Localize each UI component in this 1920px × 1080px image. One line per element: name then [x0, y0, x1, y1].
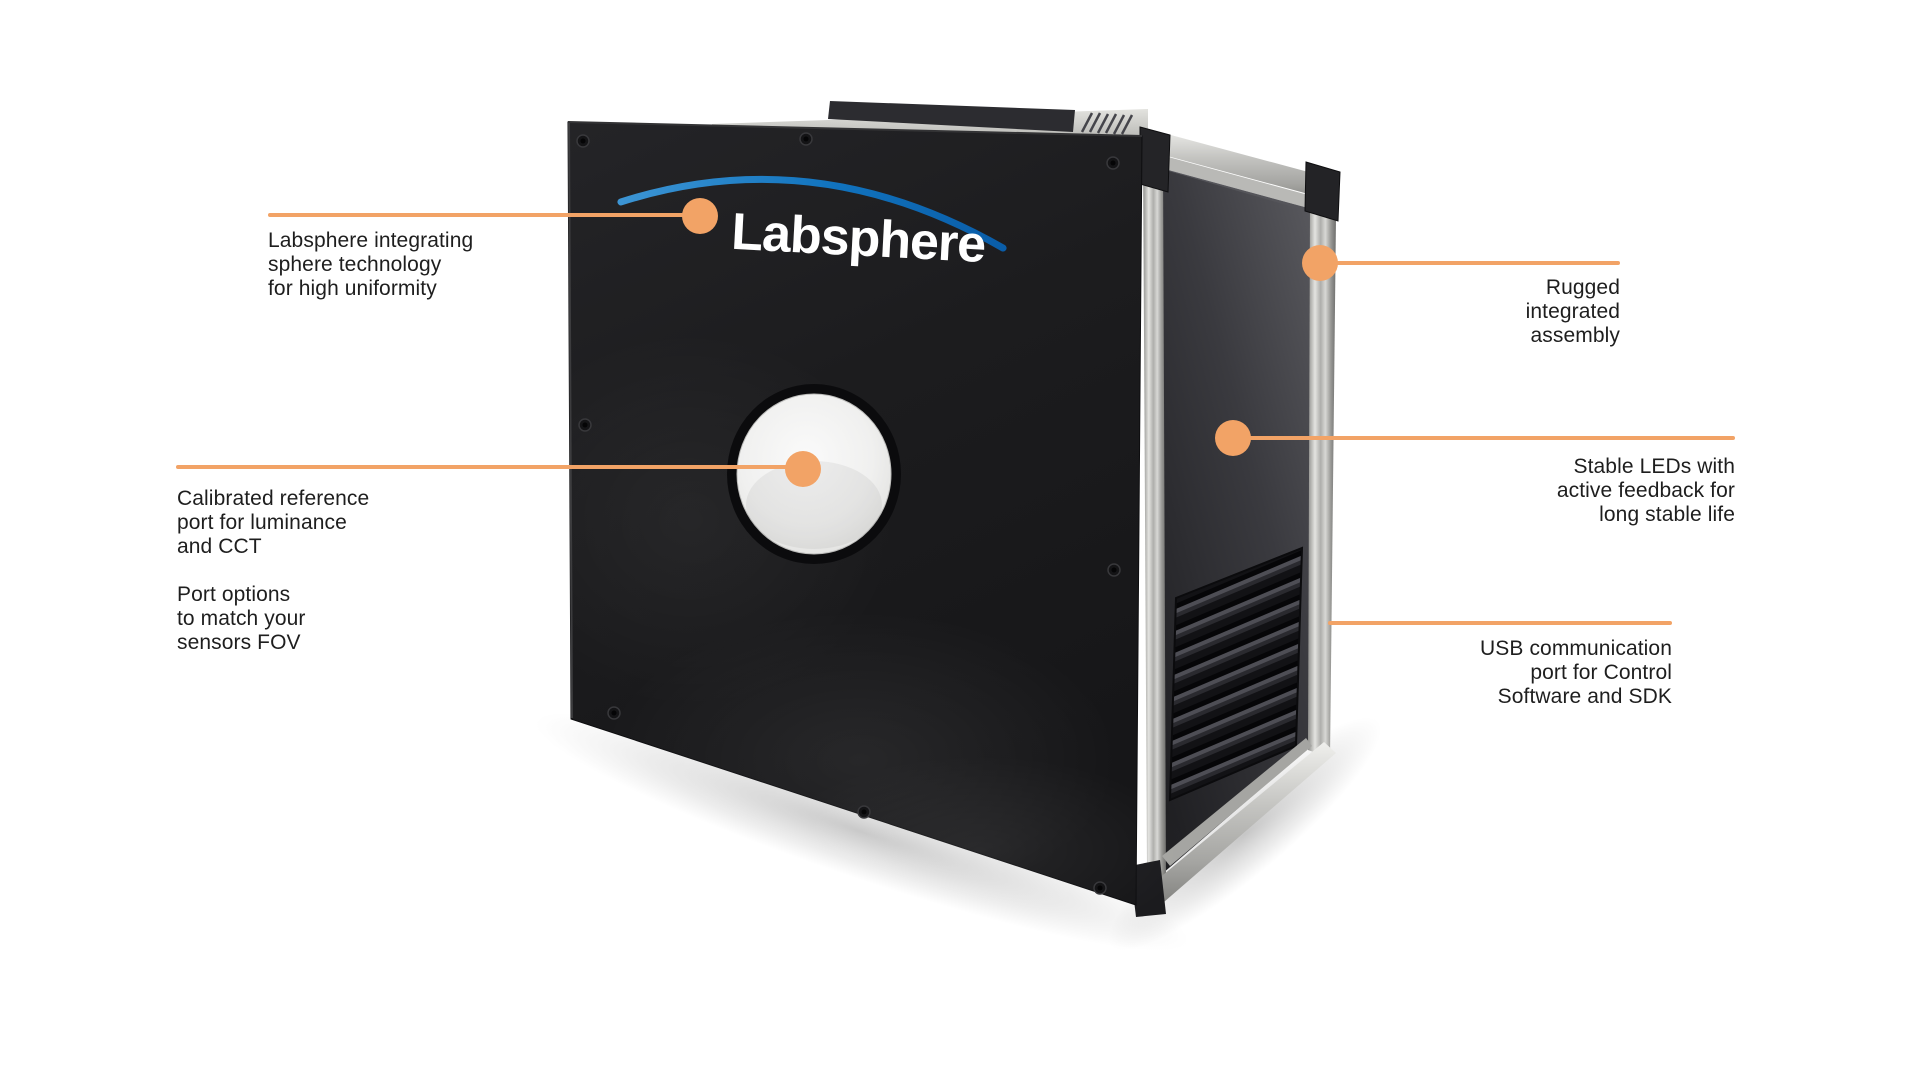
bottom-right-rail [1152, 742, 1336, 902]
brand-logo: Labsphere [617, 175, 1007, 274]
callout-text-line: USB communication [1480, 637, 1672, 660]
rear-right-rail [1308, 208, 1336, 758]
callout-dot-integrating-sphere [682, 198, 718, 234]
callout-text-line: Software and SDK [1497, 685, 1672, 708]
callout-text-line: to match your [177, 607, 306, 630]
logo-swoosh [617, 175, 1007, 252]
callout-dot-reference-port [785, 451, 821, 487]
top-vent-ticks [1080, 112, 1134, 135]
logo-text: Labsphere [730, 203, 987, 274]
callout-text-line: port for Control [1530, 661, 1672, 684]
callout-label-stable-leds: Stable LEDs with active feedback for lon… [1415, 455, 1735, 527]
callout-line-stable-leds [1233, 436, 1735, 440]
callout-label-integrating-sphere: Labsphere integrating sphere technology … [268, 229, 548, 301]
callout-text-line: Calibrated reference [177, 487, 370, 510]
callout-label-rugged-assembly: Rugged integrated assembly [1300, 276, 1620, 348]
callout-text-line: Rugged [1545, 276, 1620, 299]
callout-text-line: integrated [1525, 300, 1620, 323]
callout-line-rugged-assembly [1320, 261, 1620, 265]
top-vent-strip [828, 101, 1075, 132]
callout-text-line: active feedback for [1556, 479, 1735, 502]
right-side-assembly [1130, 126, 1341, 917]
callout-text-line: port for luminance [177, 511, 347, 534]
vent-grille [1168, 546, 1304, 802]
callout-text-line: Stable LEDs with [1573, 455, 1735, 478]
callout-text-line: Port options [177, 583, 291, 606]
top-rail [1145, 128, 1338, 202]
callout-dot-rugged-assembly [1302, 245, 1338, 281]
callout-text-line: sensors FOV [177, 631, 301, 654]
callout-text-line: for high uniformity [268, 277, 437, 300]
callout-label-reference-port: Calibrated reference port for luminance … [177, 487, 477, 655]
callout-line-usb-port [1328, 621, 1672, 625]
panel-screws [576, 132, 1121, 895]
front-right-rail [1143, 154, 1166, 878]
callout-text-line: long stable life [1599, 503, 1735, 526]
callout-label-usb-port: USB communication port for Control Softw… [1352, 637, 1672, 709]
callout-line-integrating-sphere [268, 213, 700, 217]
callout-dot-stable-leds [1215, 420, 1251, 456]
corner-bracket-top-rear [1304, 161, 1341, 222]
callout-text-line: Labsphere integrating [268, 229, 474, 252]
callout-text-line: assembly [1530, 324, 1620, 347]
callout-line-reference-port [176, 465, 803, 469]
callout-text-line: sphere technology [268, 253, 442, 276]
callout-text-line: and CCT [177, 535, 262, 558]
